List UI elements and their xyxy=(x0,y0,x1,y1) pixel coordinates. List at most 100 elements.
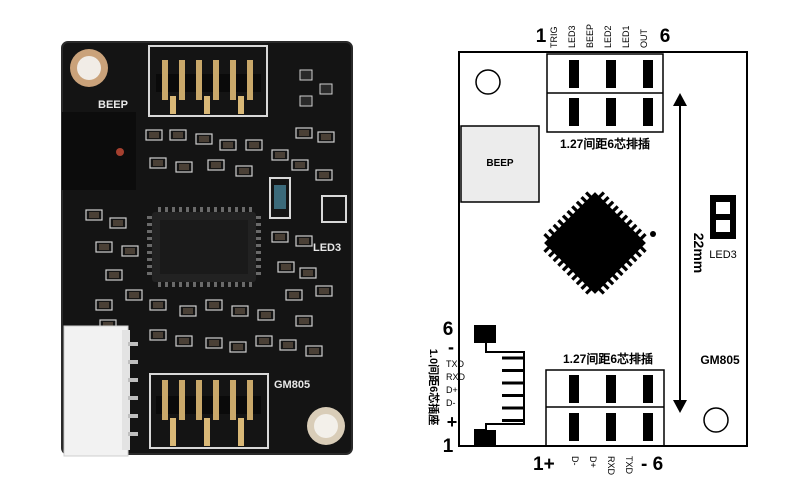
top-header-pad-upper xyxy=(606,60,616,88)
top-header-pad-lower xyxy=(606,98,616,126)
photo-chip-pin xyxy=(158,281,161,287)
photo-smd-part xyxy=(99,302,109,308)
photo-chip-pin xyxy=(255,230,261,233)
photo-smd-part xyxy=(259,338,269,344)
photo-smd-part xyxy=(183,308,193,314)
bottom-header-pad-lower xyxy=(643,413,653,441)
photo-smd-part xyxy=(153,160,163,166)
photo-chip-pin xyxy=(200,281,203,287)
photo-chip-pin xyxy=(255,272,261,275)
top-header-pin1-number: 1 xyxy=(536,26,547,47)
top-header-pad-upper xyxy=(569,60,579,88)
photo-chip-pin xyxy=(249,207,252,213)
photo-header-pin xyxy=(196,60,202,100)
photo-jst-pin xyxy=(128,414,138,418)
photo-smd-part xyxy=(199,136,209,142)
bottom-header-pin-label: D+ xyxy=(588,456,598,468)
photo-smd-footprint xyxy=(169,129,187,141)
mounting-hole-top xyxy=(70,49,108,87)
photo-header-pin xyxy=(204,96,210,114)
side-connector-caption: 1.0间距6芯插座 xyxy=(427,349,441,425)
photo-chip-pin xyxy=(158,207,161,213)
photo-smd-part xyxy=(153,332,163,338)
photo-smd-part xyxy=(103,322,113,328)
photo-chip-pin xyxy=(179,281,182,287)
photo-smd-footprint xyxy=(175,161,193,173)
photo-silk-beep: BEEP xyxy=(98,99,128,111)
photo-chip-pin xyxy=(228,281,231,287)
photo-chip-pin xyxy=(228,207,231,213)
photo-header-pin xyxy=(170,96,176,114)
chip-pin1-dot xyxy=(650,231,656,237)
photo-smd-part xyxy=(99,244,109,250)
photo-smd-footprint xyxy=(175,335,193,347)
photo-header-pin xyxy=(238,96,244,114)
top-header-pin-label: LED3 xyxy=(567,25,577,48)
photo-header-pin xyxy=(162,60,168,100)
photo-smd-footprint xyxy=(229,341,247,353)
side-connector-pin-label: RXD xyxy=(446,372,466,382)
photo-header-pin xyxy=(247,60,253,100)
top-header-pad-upper xyxy=(643,60,653,88)
diagram-hole-top xyxy=(475,69,501,95)
led3-symbol: LED3 xyxy=(709,195,737,261)
photo-header-pin xyxy=(204,418,210,446)
photo-smd-footprint xyxy=(295,127,313,139)
photo-smd-footprint xyxy=(235,165,253,177)
photo-smd-part xyxy=(321,134,331,140)
photo-chip-pin xyxy=(147,272,153,275)
led3-label: LED3 xyxy=(709,249,737,261)
top-header-pin-label: TRIG xyxy=(549,27,559,49)
photo-chip-pin xyxy=(207,281,210,287)
photo-smd-footprint xyxy=(145,129,163,141)
photo-smd-part xyxy=(211,162,221,168)
photo-smd-footprint xyxy=(205,337,223,349)
photo-top-pin-header xyxy=(148,45,268,117)
bottom-header-pin-label: TXD xyxy=(624,456,634,475)
bottom-header-pin-label: D- xyxy=(570,456,580,466)
photo-header-pin xyxy=(196,380,202,420)
photo-jst-pin xyxy=(128,432,138,436)
photo-chip-pin xyxy=(186,281,189,287)
top-header-pin-label: BEEP xyxy=(585,24,595,48)
photo-chip-pin xyxy=(255,223,261,226)
top-header-pad-lower xyxy=(569,98,579,126)
photo-smd-part xyxy=(223,142,233,148)
photo-smd-footprint xyxy=(207,159,225,171)
module-photo: BEEP LED3 GM805 xyxy=(61,41,353,457)
bottom-header-pin1-mark: 1+ xyxy=(533,454,555,475)
photo-header-pin xyxy=(170,418,176,446)
photo-smd-footprint xyxy=(125,289,143,301)
photo-smd-footprint xyxy=(277,261,295,273)
photo-chip-pin xyxy=(200,207,203,213)
photo-header-pin xyxy=(179,380,185,420)
photo-main-chip xyxy=(147,207,261,287)
model-label: GM805 xyxy=(700,353,740,367)
dimension-label: 22mm xyxy=(691,233,707,273)
photo-chip-pin xyxy=(235,207,238,213)
photo-chip-pin xyxy=(147,216,153,219)
bottom-header-pad-lower xyxy=(569,413,579,441)
photo-header-pin xyxy=(213,380,219,420)
photo-chip-pin xyxy=(186,207,189,213)
side-connector-pin1-number: 1 xyxy=(443,436,454,457)
photo-smd-part xyxy=(303,270,313,276)
photo-smd-part xyxy=(153,302,163,308)
photo-smd-part xyxy=(299,318,309,324)
photo-smd-part xyxy=(109,272,119,278)
top-header-pin-label: LED1 xyxy=(621,25,631,48)
photo-transistor xyxy=(299,95,313,107)
bottom-header-pad-upper xyxy=(569,375,579,403)
photo-smd-footprint xyxy=(95,241,113,253)
photo-smd-footprint xyxy=(245,139,263,151)
photo-chip-pin xyxy=(255,237,261,240)
side-connector-pin-label: D+ xyxy=(446,385,458,395)
diagram-hole-bottom xyxy=(703,407,729,433)
photo-chip-pin xyxy=(255,216,261,219)
side-connector-pin-label: TXD xyxy=(446,359,465,369)
photo-smd-part xyxy=(289,292,299,298)
photo-header-pin xyxy=(162,380,168,420)
photo-smd-part xyxy=(233,344,243,350)
